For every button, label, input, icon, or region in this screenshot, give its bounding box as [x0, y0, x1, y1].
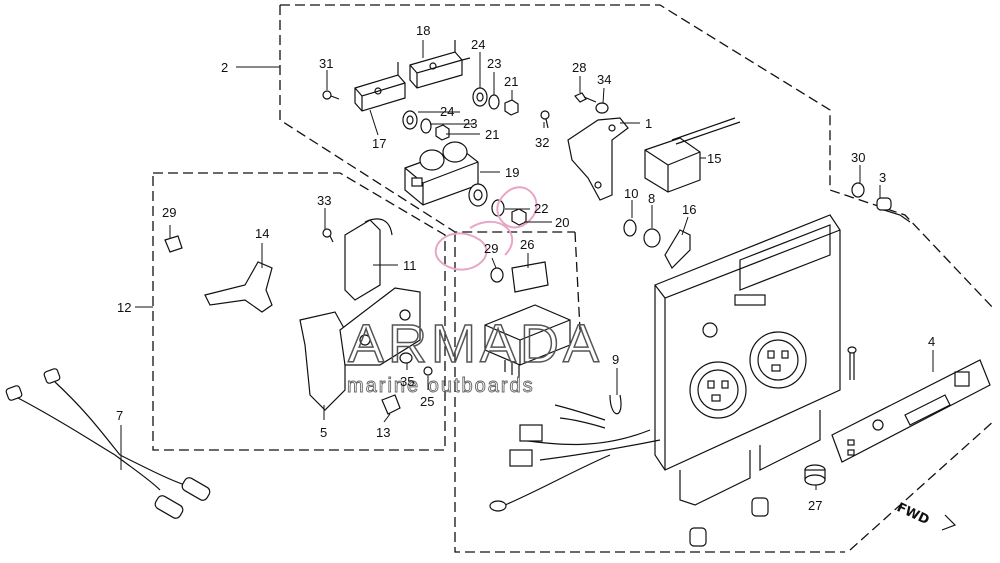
part-number-9: 9: [612, 352, 619, 367]
grommet-29-mid: [490, 267, 504, 283]
part-number-23-lower: 23: [463, 116, 477, 131]
part-number-7: 7: [116, 408, 123, 423]
leader-lines: [120, 40, 934, 490]
part-number-29-mid: 29: [484, 241, 498, 256]
part-number-21-lower: 21: [485, 127, 499, 142]
wiring-harness: [489, 394, 661, 512]
rubber-feet: [689, 497, 769, 547]
bolt-panel: [847, 346, 857, 380]
bolt-28: [574, 92, 597, 103]
group-outline-12: [152, 172, 446, 451]
fwd-label: FWD: [894, 500, 931, 528]
part-number-31: 31: [319, 56, 333, 71]
lever-14: [204, 261, 273, 313]
part-number-14: 14: [255, 226, 269, 241]
screw-32: [540, 110, 550, 129]
part-number-17: 17: [372, 136, 386, 151]
part-number-34: 34: [597, 72, 611, 87]
clip-16: [664, 229, 691, 269]
fwd-arrow: FWD: [894, 500, 957, 531]
switch-11: [344, 218, 393, 301]
part-number-3: 3: [879, 170, 886, 185]
part-number-5: 5: [320, 425, 327, 440]
part-number-28: 28: [572, 60, 586, 75]
clamp-29: [164, 235, 183, 253]
part-number-24-lower: 24: [440, 104, 454, 119]
switch-13: [381, 394, 401, 415]
part-number-23-upper: 23: [487, 56, 501, 71]
group-outline-2: [279, 4, 996, 311]
part-number-24-upper: 24: [471, 37, 485, 52]
part-number-10: 10: [624, 186, 638, 201]
part-number-19: 19: [505, 165, 519, 180]
part-number-11: 11: [403, 258, 417, 273]
part-number-13: 13: [376, 425, 390, 440]
bracket-5: [299, 287, 421, 411]
screw-31: [322, 90, 340, 100]
part-number-8: 8: [648, 191, 655, 206]
nut-21-upper: [504, 99, 519, 116]
part-number-16: 16: [682, 202, 696, 217]
part-number-21-upper: 21: [504, 74, 518, 89]
nut-21-lower: [435, 124, 450, 141]
panel-plate-4: [831, 359, 991, 463]
part-number-25: 25: [420, 394, 434, 409]
fuse-cap-30: [851, 182, 865, 198]
watermark: ARMADA marine outboards: [347, 186, 603, 397]
part-number-18: 18: [416, 23, 430, 38]
group-outline-main-box: [454, 231, 996, 553]
screw-33: [322, 228, 334, 243]
relay-bracket-17: [354, 62, 406, 112]
knob-27: [804, 464, 826, 486]
part-number-1: 1: [645, 116, 652, 131]
washer-34: [595, 102, 609, 114]
part-number-29-left: 29: [162, 205, 176, 220]
clip-26: [511, 261, 549, 293]
regulator-unit: [484, 304, 571, 378]
part-number-2: 2: [221, 60, 228, 75]
part-number-35: 35: [400, 374, 414, 389]
rectifier-15: [644, 117, 741, 193]
part-number-26: 26: [520, 237, 534, 252]
bracket-1: [567, 117, 629, 201]
collar-23-upper: [488, 94, 500, 110]
fuse-3: [876, 197, 911, 223]
grommet-24-lower: [402, 110, 418, 130]
part-number-15: 15: [707, 151, 721, 166]
grommet-19-parts: [468, 183, 527, 226]
part-number-33: 33: [317, 193, 331, 208]
grommet-8: [643, 228, 661, 248]
lead-wire-7: [5, 368, 211, 519]
part-number-32: 32: [535, 135, 549, 150]
starter-solenoid-19: [404, 141, 479, 206]
washer-35: [399, 352, 413, 364]
main-control-box: [654, 214, 841, 506]
part-number-30: 30: [851, 150, 865, 165]
part-number-20: 20: [555, 215, 569, 230]
cap-10: [623, 219, 637, 237]
grommet-24-upper: [472, 87, 488, 107]
watermark-brand: ARMADA: [348, 314, 603, 374]
collar-23-lower: [420, 118, 432, 134]
part-number-22: 22: [534, 201, 548, 216]
relay-bracket-18: [409, 40, 471, 89]
part-number-12: 12: [117, 300, 131, 315]
part-number-4: 4: [928, 334, 935, 349]
watermark-logo-icon: [434, 186, 538, 271]
screw-25: [423, 366, 433, 376]
watermark-tagline: marine outboards: [347, 375, 535, 397]
part-number-labels: 1 2 3 4 5 7 8 9 10 11 12 13 14 15 16 17 …: [116, 23, 935, 513]
part-number-27: 27: [808, 498, 822, 513]
